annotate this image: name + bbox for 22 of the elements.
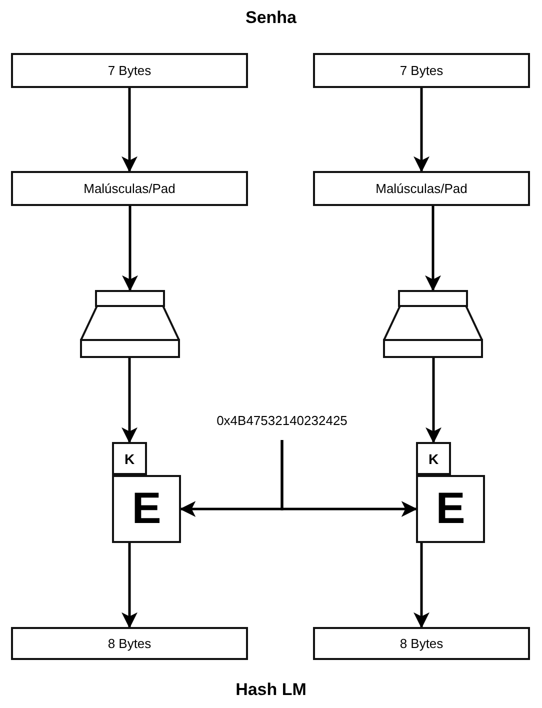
- arrow: [414, 543, 430, 628]
- arrow: [122, 206, 138, 292]
- key-box: K: [416, 442, 451, 475]
- process-box: 8 Bytes: [313, 627, 530, 660]
- diagram-title: Senha: [245, 8, 297, 28]
- process-box: Malúsculas/Pad: [11, 171, 248, 206]
- encryption-box: E: [112, 475, 181, 543]
- arrow: [414, 88, 430, 172]
- arrow: [122, 358, 138, 444]
- key-box: K: [112, 442, 147, 475]
- encryption-box: E: [416, 475, 485, 543]
- arrow: [425, 206, 441, 292]
- process-box: 7 Bytes: [11, 53, 248, 88]
- process-box: 8 Bytes: [11, 627, 248, 660]
- diagram-caption: Hash LM: [236, 680, 306, 700]
- process-box: Malúsculas/Pad: [313, 171, 530, 206]
- arrow: [122, 543, 138, 628]
- arrow: [426, 358, 442, 444]
- arrow: [280, 440, 418, 517]
- process-box: 7 Bytes: [313, 53, 530, 88]
- arrow: [122, 88, 138, 172]
- hex-constant: 0x4B47532140232425: [216, 412, 348, 428]
